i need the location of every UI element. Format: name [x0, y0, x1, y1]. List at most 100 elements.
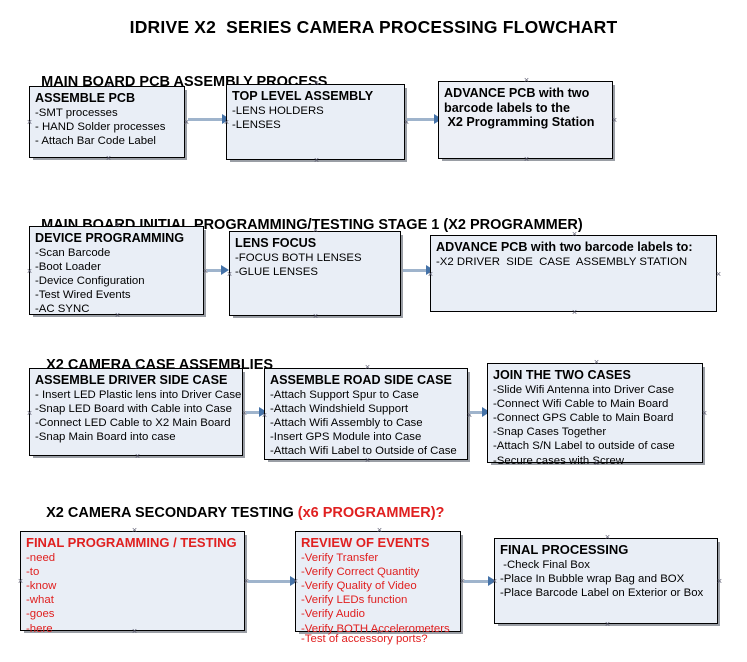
node-line: -Attach Support Spur to Case: [270, 388, 419, 401]
node-title: LENS FOCUS: [235, 236, 317, 250]
resize-handle-bottom[interactable]: [134, 453, 141, 460]
node-line: -Place In Bubble wrap Bag and BOX: [500, 572, 685, 585]
connector-arrow: [464, 580, 492, 583]
resize-handle-bottom[interactable]: [523, 156, 530, 163]
node-line: - HAND Solder processes: [35, 120, 166, 133]
node-line: -Attach S/N Label to outside of case: [493, 440, 675, 453]
resize-handle-bottom[interactable]: [131, 628, 138, 635]
resize-handle-left[interactable]: [223, 119, 230, 126]
page-title: IDRIVE X2 SERIES CAMERA PROCESSING FLOWC…: [129, 17, 618, 37]
node-lens-focus[interactable]: LENS FOCUS -FOCUS BOTH LENSES -GLUE LENS…: [229, 231, 401, 316]
resize-handle-left[interactable]: [427, 271, 434, 278]
connector-arrow: [188, 118, 226, 121]
node-line: -goes: [26, 608, 55, 621]
node-line: -AC SYNC: [35, 303, 90, 316]
resize-handle-right[interactable]: [701, 410, 708, 417]
connector-arrow: [207, 269, 225, 272]
node-advance-pcb-driver-side-station[interactable]: ADVANCE PCB with two barcode labels to: …: [430, 235, 717, 312]
resize-handle-bottom[interactable]: [604, 621, 611, 628]
node-advance-pcb-programming-station[interactable]: ADVANCE PCB with two barcode labels to t…: [438, 81, 613, 159]
resize-handle-top[interactable]: [571, 231, 578, 238]
node-join-the-two-cases[interactable]: JOIN THE TWO CASES -Slide Wifi Antenna i…: [487, 363, 703, 467]
resize-handle-top[interactable]: [523, 77, 530, 84]
section-heading-4-accent: (x6 PROGRAMMER)?: [297, 505, 445, 521]
resize-handle-right[interactable]: [611, 117, 618, 124]
node-line: -Slide Wifi Antenna into Driver Case: [493, 383, 675, 396]
resize-handle-top[interactable]: [105, 82, 112, 89]
resize-handle-bottom[interactable]: [312, 313, 319, 320]
resize-handle-top[interactable]: [134, 364, 141, 371]
resize-handle-left[interactable]: [292, 578, 299, 585]
node-assemble-road-side-case[interactable]: ASSEMBLE ROAD SIDE CASE -Attach Support …: [264, 368, 468, 460]
connector-arrow: [248, 580, 295, 583]
node-assemble-driver-side-case[interactable]: ASSEMBLE DRIVER SIDE CASE - Insert LED P…: [29, 368, 243, 456]
node-line: -Attach Wifi Assembly to Case: [270, 416, 423, 429]
node-title: REVIEW OF EVENTS: [301, 535, 430, 550]
node-line: - Attach Bar Code Label: [35, 134, 156, 147]
node-line: -Verify LEDs function: [301, 594, 408, 607]
node-line: -Verify BOTH Accelerometers: [301, 622, 450, 635]
node-line: -Verify Transfer: [301, 551, 379, 564]
node-line: - Insert LED Plastic lens into Driver Ca…: [35, 388, 242, 401]
connector-arrow: [403, 269, 430, 272]
node-line: -Test Wired Events: [35, 289, 131, 302]
node-line: -Connect GPS Cable to Main Board: [493, 411, 674, 424]
node-line: -Verify Correct Quantity: [301, 565, 420, 578]
resize-handle-top[interactable]: [604, 534, 611, 541]
resize-handle-left[interactable]: [26, 410, 33, 417]
resize-handle-top[interactable]: [376, 527, 383, 534]
node-line: barcode labels to the: [444, 100, 570, 115]
resize-handle-top[interactable]: [364, 364, 371, 371]
resize-handle-left[interactable]: [17, 578, 24, 585]
node-line: -FOCUS BOTH LENSES: [235, 251, 362, 264]
node-line: -what: [26, 594, 54, 607]
node-line: -Verify Quality of Video: [301, 579, 417, 592]
node-line: -LENSES: [232, 118, 281, 131]
node-line: -LENS HOLDERS: [232, 104, 324, 117]
node-line: -Attach Windshield Support: [270, 402, 409, 415]
node-line: -know: [26, 579, 57, 592]
node-line: -Secure cases with Screw: [493, 454, 625, 467]
node-assemble-pcb[interactable]: ASSEMBLE PCB -SMT processes - HAND Solde…: [29, 86, 185, 158]
resize-handle-bottom[interactable]: [114, 312, 121, 319]
resize-handle-bottom[interactable]: [105, 155, 112, 162]
resize-handle-bottom[interactable]: [571, 309, 578, 316]
node-title: ASSEMBLE DRIVER SIDE CASE: [35, 373, 228, 387]
resize-handle-top[interactable]: [114, 222, 121, 229]
node-review-of-events[interactable]: REVIEW OF EVENTS -Verify Transfer -Verif…: [292, 531, 461, 645]
node-line: -Connect Wifi Cable to Main Board: [493, 397, 669, 410]
resize-handle-bottom[interactable]: [376, 629, 383, 636]
node-title: DEVICE PROGRAMMING: [35, 231, 185, 245]
resize-handle-left[interactable]: [226, 271, 233, 278]
node-line: -GLUE LENSES: [235, 265, 318, 278]
resize-handle-bottom[interactable]: [593, 460, 600, 467]
resize-handle-bottom[interactable]: [364, 457, 371, 464]
node-line: X2 Programming Station: [444, 115, 595, 129]
node-device-programming[interactable]: DEVICE PROGRAMMING -Scan Barcode -Boot L…: [29, 226, 204, 315]
node-final-processing[interactable]: FINAL PROCESSING -Check Final Box -Place…: [494, 538, 718, 624]
node-title: ASSEMBLE ROAD SIDE CASE: [270, 373, 452, 387]
node-top-level-assembly[interactable]: TOP LEVEL ASSEMBLY -LENS HOLDERS -LENSES: [226, 84, 405, 160]
node-title: FINAL PROCESSING: [500, 542, 629, 557]
resize-handle-left[interactable]: [261, 412, 268, 419]
node-final-programming-testing[interactable]: FINAL PROGRAMMING / TESTING -need -to -k…: [17, 531, 245, 635]
resize-handle-left[interactable]: [491, 578, 498, 585]
node-line-overflow: -Test of accessory ports?: [301, 632, 428, 645]
resize-handle-left[interactable]: [26, 268, 33, 275]
node-line: -Snap Cases Together: [493, 426, 607, 439]
node-line: -SMT processes: [35, 106, 118, 119]
resize-handle-top[interactable]: [131, 527, 138, 534]
resize-handle-top[interactable]: [312, 227, 319, 234]
resize-handle-left[interactable]: [26, 119, 33, 126]
resize-handle-bottom[interactable]: [313, 157, 320, 164]
resize-handle-top[interactable]: [313, 80, 320, 87]
node-line: -need: [26, 551, 56, 564]
node-line: -Insert GPS Module into Case: [270, 431, 422, 444]
node-line: -X2 DRIVER SIDE CASE ASSEMBLY STATION: [436, 255, 688, 268]
node-line: -here: [26, 622, 53, 635]
resize-handle-right[interactable]: [716, 578, 723, 585]
resize-handle-right[interactable]: [715, 271, 722, 278]
resize-handle-top[interactable]: [593, 359, 600, 366]
node-line: -to: [26, 565, 40, 578]
